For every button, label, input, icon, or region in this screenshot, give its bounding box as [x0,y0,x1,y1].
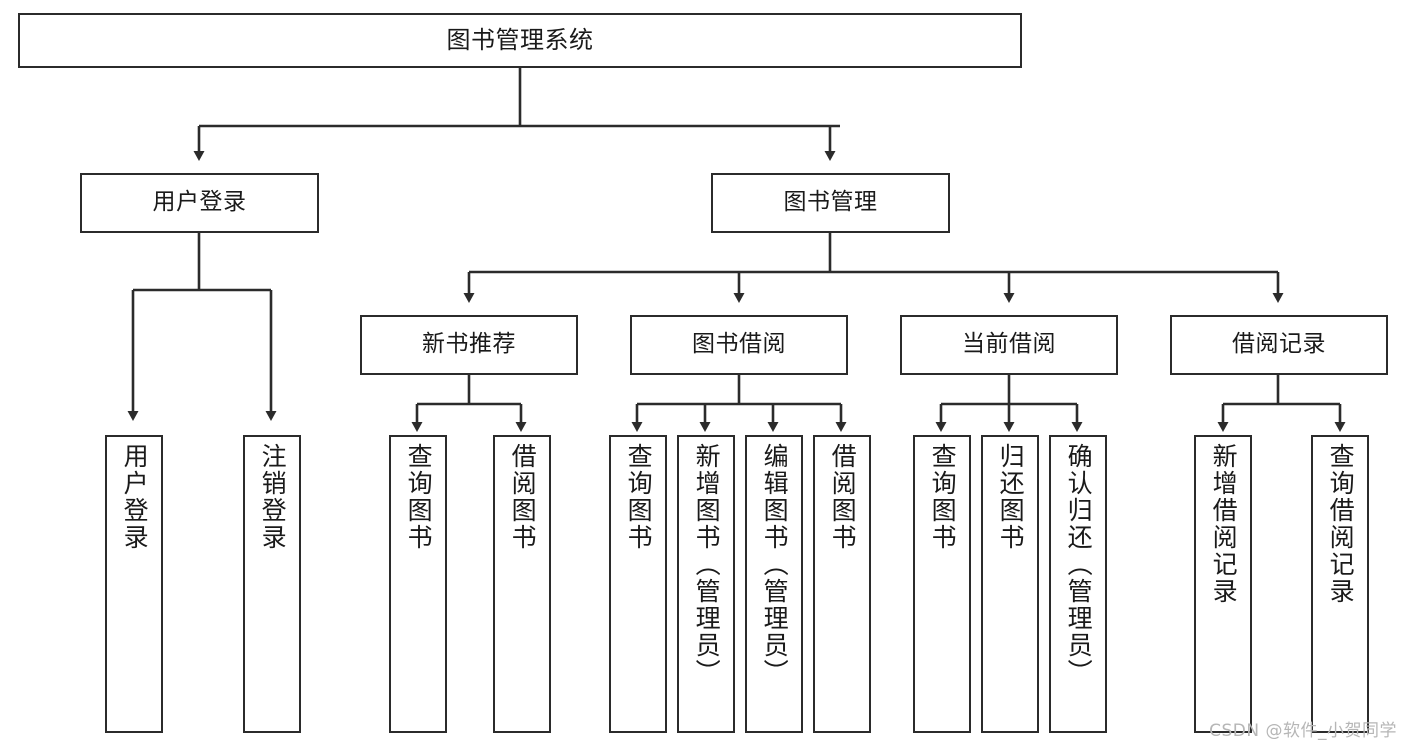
leaf-new-book-borrow[interactable]: 借阅图书 [493,435,551,733]
node-label: 查询借阅记录 [1326,443,1356,605]
node-label: 归还图书 [996,443,1026,551]
node-label: 图书管理 [783,189,878,216]
node-root-system[interactable]: 图书管理系统 [18,13,1022,68]
node-label: 编辑图书（管理员） [760,443,790,686]
node-label: 图书管理系统 [446,26,594,55]
node-label: 当前借阅 [962,331,1056,358]
node-label: 新增图书（管理员） [692,443,722,686]
csdn-watermark: CSDN @软件_小贺同学 [1209,721,1397,741]
leaf-user-login-logout[interactable]: 注销登录 [243,435,301,733]
node-label: 查询图书 [624,443,654,551]
node-label: 用户登录 [152,189,247,216]
node-label: 确认归还（管理员） [1064,443,1094,686]
node-label: 借阅图书 [828,443,858,551]
leaf-borrow-record-add[interactable]: 新增借阅记录 [1194,435,1252,733]
node-label: 新增借阅记录 [1209,443,1239,605]
leaf-borrow-record-query[interactable]: 查询借阅记录 [1311,435,1369,733]
node-user-login[interactable]: 用户登录 [80,173,319,233]
node-current-borrow[interactable]: 当前借阅 [900,315,1118,375]
leaf-book-borrow-query[interactable]: 查询图书 [609,435,667,733]
leaf-current-borrow-return[interactable]: 归还图书 [981,435,1039,733]
leaf-book-borrow-edit[interactable]: 编辑图书（管理员） [745,435,803,733]
leaf-book-borrow-add[interactable]: 新增图书（管理员） [677,435,735,733]
node-new-book-recommend[interactable]: 新书推荐 [360,315,578,375]
node-label: 用户登录 [120,443,150,551]
node-label: 图书借阅 [692,331,786,358]
node-label: 查询图书 [404,443,434,551]
node-book-management[interactable]: 图书管理 [711,173,950,233]
leaf-user-login-login[interactable]: 用户登录 [105,435,163,733]
node-label: 借阅记录 [1232,331,1326,358]
node-label: 查询图书 [928,443,958,551]
leaf-current-borrow-query[interactable]: 查询图书 [913,435,971,733]
node-label: 新书推荐 [422,331,516,358]
leaf-new-book-query[interactable]: 查询图书 [389,435,447,733]
node-book-borrow[interactable]: 图书借阅 [630,315,848,375]
node-label: 借阅图书 [508,443,538,551]
node-borrow-record[interactable]: 借阅记录 [1170,315,1388,375]
node-label: 注销登录 [258,443,288,551]
leaf-current-borrow-confirm-return[interactable]: 确认归还（管理员） [1049,435,1107,733]
leaf-book-borrow-borrow[interactable]: 借阅图书 [813,435,871,733]
